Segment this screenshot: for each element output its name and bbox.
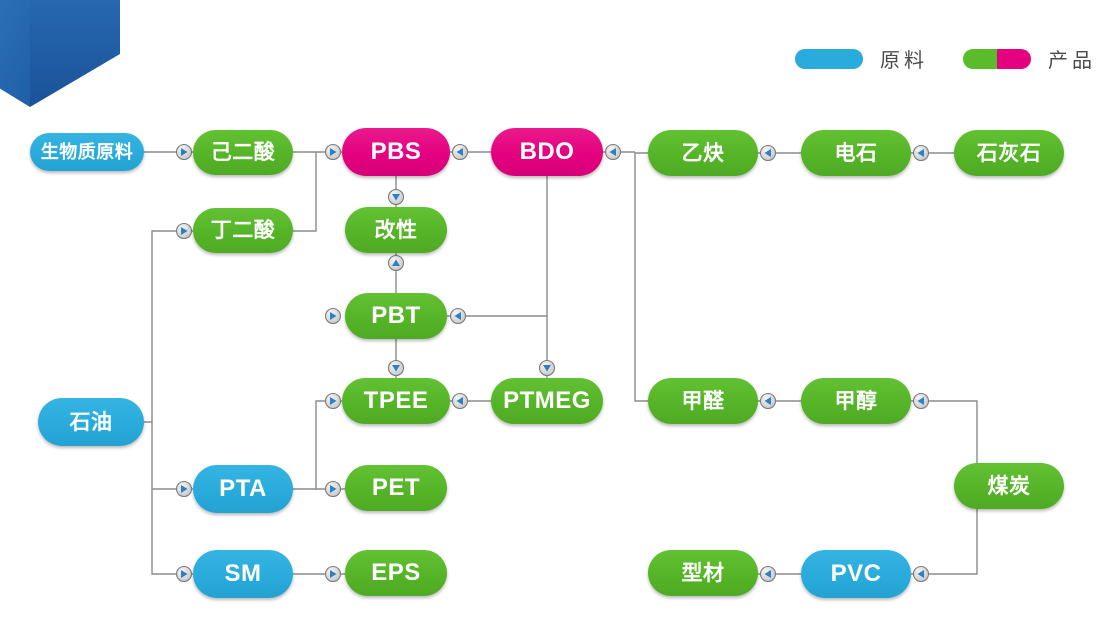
node-profile[interactable]: 型材 <box>648 550 758 596</box>
node-bdo[interactable]: BDO <box>491 128 603 176</box>
node-adipic-acid[interactable]: 己二酸 <box>193 130 293 175</box>
node-coal[interactable]: 煤炭 <box>954 463 1064 509</box>
node-label: 石油 <box>69 410 113 434</box>
node-limestone[interactable]: 石灰石 <box>954 130 1064 176</box>
node-calcium-carbide[interactable]: 电石 <box>801 130 911 176</box>
node-pbt[interactable]: PBT <box>345 293 447 339</box>
node-label: SM <box>224 560 262 587</box>
legend-swatch-product <box>963 48 1031 69</box>
node-tpee[interactable]: TPEE <box>342 378 450 424</box>
node-label: 己二酸 <box>210 141 276 164</box>
node-label: 甲醇 <box>834 389 878 413</box>
node-label: PET <box>371 474 421 501</box>
node-label: 电石 <box>834 141 878 165</box>
arrow-markers <box>175 143 930 583</box>
node-label: 生物质原料 <box>40 142 134 162</box>
node-label: PTA <box>219 475 267 502</box>
node-label: TPEE <box>363 387 429 414</box>
legend: 原料 产品 <box>795 44 1096 73</box>
node-biomass[interactable]: 生物质原料 <box>30 133 144 171</box>
node-label: 改性 <box>374 218 418 242</box>
node-label: 甲醛 <box>681 389 725 413</box>
node-label: PBT <box>371 302 421 329</box>
node-acetylene[interactable]: 乙炔 <box>648 130 758 176</box>
node-label: 煤炭 <box>987 474 1031 498</box>
node-methanol[interactable]: 甲醇 <box>801 378 911 424</box>
node-pvc[interactable]: PVC <box>801 550 911 598</box>
legend-label-raw-material: 原料 <box>880 50 928 72</box>
legend-label-product: 产品 <box>1048 50 1096 72</box>
node-label: PBS <box>370 138 422 165</box>
node-label: 型材 <box>681 561 725 585</box>
node-eps[interactable]: EPS <box>345 550 447 596</box>
node-label: EPS <box>371 559 421 586</box>
node-label: 乙炔 <box>681 141 725 165</box>
node-formaldehyde[interactable]: 甲醛 <box>648 378 758 424</box>
node-petroleum[interactable]: 石油 <box>38 398 144 446</box>
node-label: BDO <box>519 138 575 165</box>
node-label: 石灰石 <box>976 141 1042 165</box>
node-pta[interactable]: PTA <box>193 465 293 513</box>
node-label: 丁二酸 <box>210 219 276 242</box>
node-label: PVC <box>830 560 882 587</box>
node-pbs[interactable]: PBS <box>342 128 450 176</box>
node-ptmeg[interactable]: PTMEG <box>491 378 603 424</box>
legend-swatch-raw-material <box>795 48 863 69</box>
node-modification[interactable]: 改性 <box>345 207 447 253</box>
node-pet[interactable]: PET <box>345 465 447 511</box>
node-succinic-acid[interactable]: 丁二酸 <box>193 208 293 253</box>
node-sm[interactable]: SM <box>193 550 293 598</box>
node-label: PTMEG <box>503 387 591 414</box>
